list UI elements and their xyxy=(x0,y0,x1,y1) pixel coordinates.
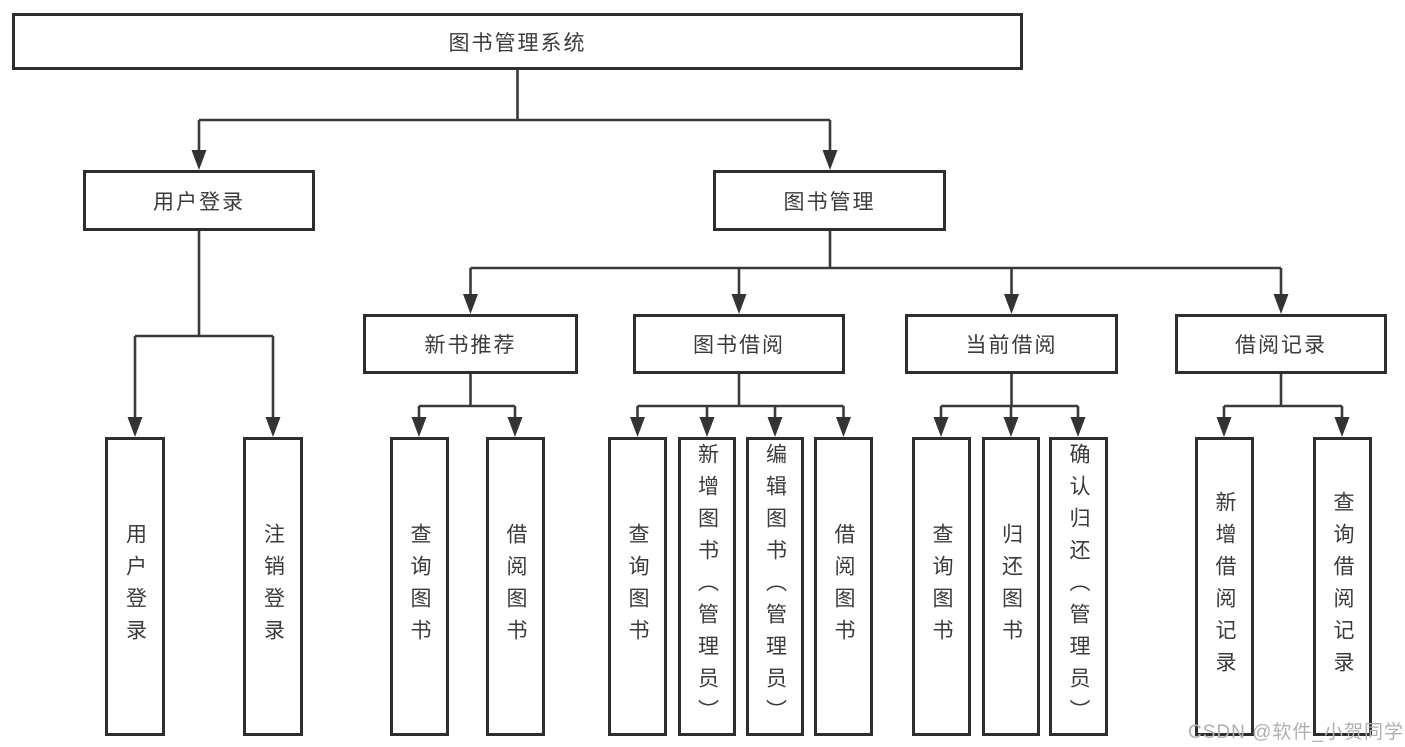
group-new-book-recommend: 新书推荐 xyxy=(363,314,578,374)
leaf-borrow-books-label: 借阅图书 xyxy=(832,522,855,651)
root-node-label: 图书管理系统 xyxy=(448,31,587,55)
leaf-query-books-recommend: 查询图书 xyxy=(390,437,449,736)
branch-user-login-label: 用户登录 xyxy=(153,190,245,214)
group-current-borrow-label: 当前借阅 xyxy=(965,334,1058,357)
leaf-confirm-return-admin-label: 确认归还（管理员） xyxy=(1067,442,1090,731)
leaf-borrow-books-recommend-label: 借阅图书 xyxy=(504,522,527,651)
leaf-logout-label: 注销登录 xyxy=(261,522,285,651)
leaf-edit-books-admin-label: 编辑图书（管理员） xyxy=(763,442,787,731)
leaf-add-borrow-record-label: 新增借阅记录 xyxy=(1213,490,1236,683)
leaf-logout: 注销登录 xyxy=(243,437,303,736)
leaf-query-books-borrow-label: 查询图书 xyxy=(626,522,649,651)
group-book-borrow: 图书借阅 xyxy=(633,314,845,374)
leaf-borrow-books: 借阅图书 xyxy=(814,437,873,736)
leaf-add-books-admin: 新增图书（管理员） xyxy=(678,437,736,736)
leaf-query-books-current-label: 查询图书 xyxy=(930,522,953,651)
leaf-add-borrow-record: 新增借阅记录 xyxy=(1195,437,1254,736)
leaf-query-borrow-record-label: 查询借阅记录 xyxy=(1331,490,1354,683)
leaf-add-books-admin-label: 新增图书（管理员） xyxy=(695,442,719,731)
csdn-watermark: CSDN @软件_小贺同学 xyxy=(1188,722,1404,743)
group-current-borrow: 当前借阅 xyxy=(905,314,1118,374)
leaf-borrow-books-recommend: 借阅图书 xyxy=(486,437,545,736)
branch-user-login: 用户登录 xyxy=(83,170,315,231)
branch-book-management-label: 图书管理 xyxy=(783,190,876,214)
leaf-user-login-label: 用户登录 xyxy=(123,522,147,651)
leaf-return-books: 归还图书 xyxy=(982,437,1040,736)
group-new-book-recommend-label: 新书推荐 xyxy=(424,334,517,357)
leaf-confirm-return-admin: 确认归还（管理员） xyxy=(1049,437,1108,736)
leaf-query-books-borrow: 查询图书 xyxy=(608,437,667,736)
branch-book-management: 图书管理 xyxy=(713,170,946,231)
leaf-edit-books-admin: 编辑图书（管理员） xyxy=(746,437,804,736)
leaf-query-borrow-record: 查询借阅记录 xyxy=(1313,437,1372,736)
leaf-query-books-recommend-label: 查询图书 xyxy=(408,522,431,651)
group-borrow-records: 借阅记录 xyxy=(1175,314,1387,374)
group-book-borrow-label: 图书借阅 xyxy=(693,334,785,357)
root-node-library-management-system: 图书管理系统 xyxy=(12,13,1023,70)
leaf-user-login: 用户登录 xyxy=(105,437,165,736)
group-borrow-records-label: 借阅记录 xyxy=(1235,334,1327,357)
leaf-query-books-current: 查询图书 xyxy=(912,437,971,736)
leaf-return-books-label: 归还图书 xyxy=(999,522,1023,651)
